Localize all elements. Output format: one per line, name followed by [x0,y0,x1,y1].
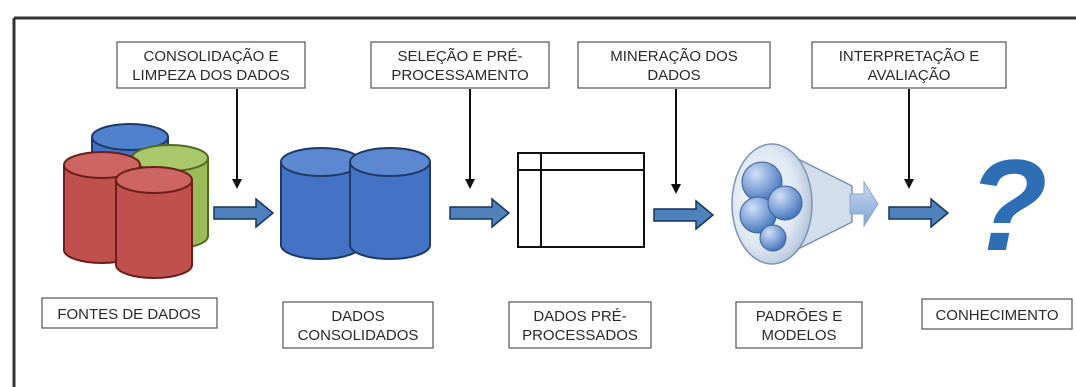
step-mining-box: MINERAÇÃO DOS DADOS [577,41,771,89]
stage-dados-consolidados-line2: CONSOLIDADOS [298,327,419,344]
stage-dados-pre-processados-box: DADOS PRÉ- PROCESSADOS [508,301,652,349]
step-consolidation-line2: LIMPEZA DOS DADOS [132,67,290,84]
stage-fontes-de-dados-label: FONTES DE DADOS [57,306,200,323]
step-selection-box: SELEÇÃO E PRÉ- PROCESSAMENTO [370,41,550,89]
flow-arrow-3 [653,199,715,231]
stage-dados-consolidados-line1: DADOS [331,308,384,325]
step-consolidation-box: CONSOLIDAÇÃO E LIMPEZA DOS DADOS [116,41,306,89]
stage-padroes-e-modelos-box: PADRÕES E MODELOS [735,301,863,349]
step-interpretation-line1: INTERPRETAÇÃO E [839,48,980,65]
data-sources-icon [63,123,209,279]
consolidated-data-icon [280,147,431,260]
step-interpretation-box: INTERPRETAÇÃO E AVALIAÇÃO [811,41,1007,89]
stage-padroes-e-modelos-line1: PADRÕES E [756,308,842,325]
stage-dados-consolidados-box: DADOS CONSOLIDADOS [282,301,434,349]
step-consolidation-line1: CONSOLIDAÇÃO E [143,48,278,65]
step-selection-line2: PROCESSAMENTO [391,67,528,84]
stage-conhecimento-box: CONHECIMENTO [921,298,1073,330]
flow-arrow-1 [213,197,275,229]
step-mining-line2: DADOS [647,67,700,84]
stage-dados-pre-processados-line1: DADOS PRÉ- [533,308,626,325]
stage-dados-pre-processados-line2: PROCESSADOS [522,327,638,344]
stage-padroes-e-modelos-line2: MODELOS [761,327,836,344]
flow-arrow-2 [449,197,511,229]
step-interpretation-line2: AVALIAÇÃO [868,67,951,84]
step-selection-line1: SELEÇÃO E PRÉ- [397,48,522,65]
stage-fontes-de-dados-box: FONTES DE DADOS [41,297,218,329]
question-mark-icon: ? [968,132,1047,278]
funnel-icon [731,143,879,265]
step-mining-line1: MINERAÇÃO DOS [610,48,738,65]
stage-conhecimento-label: CONHECIMENTO [935,307,1058,324]
preprocessed-table-icon [517,152,645,248]
flow-arrow-4 [888,197,950,229]
